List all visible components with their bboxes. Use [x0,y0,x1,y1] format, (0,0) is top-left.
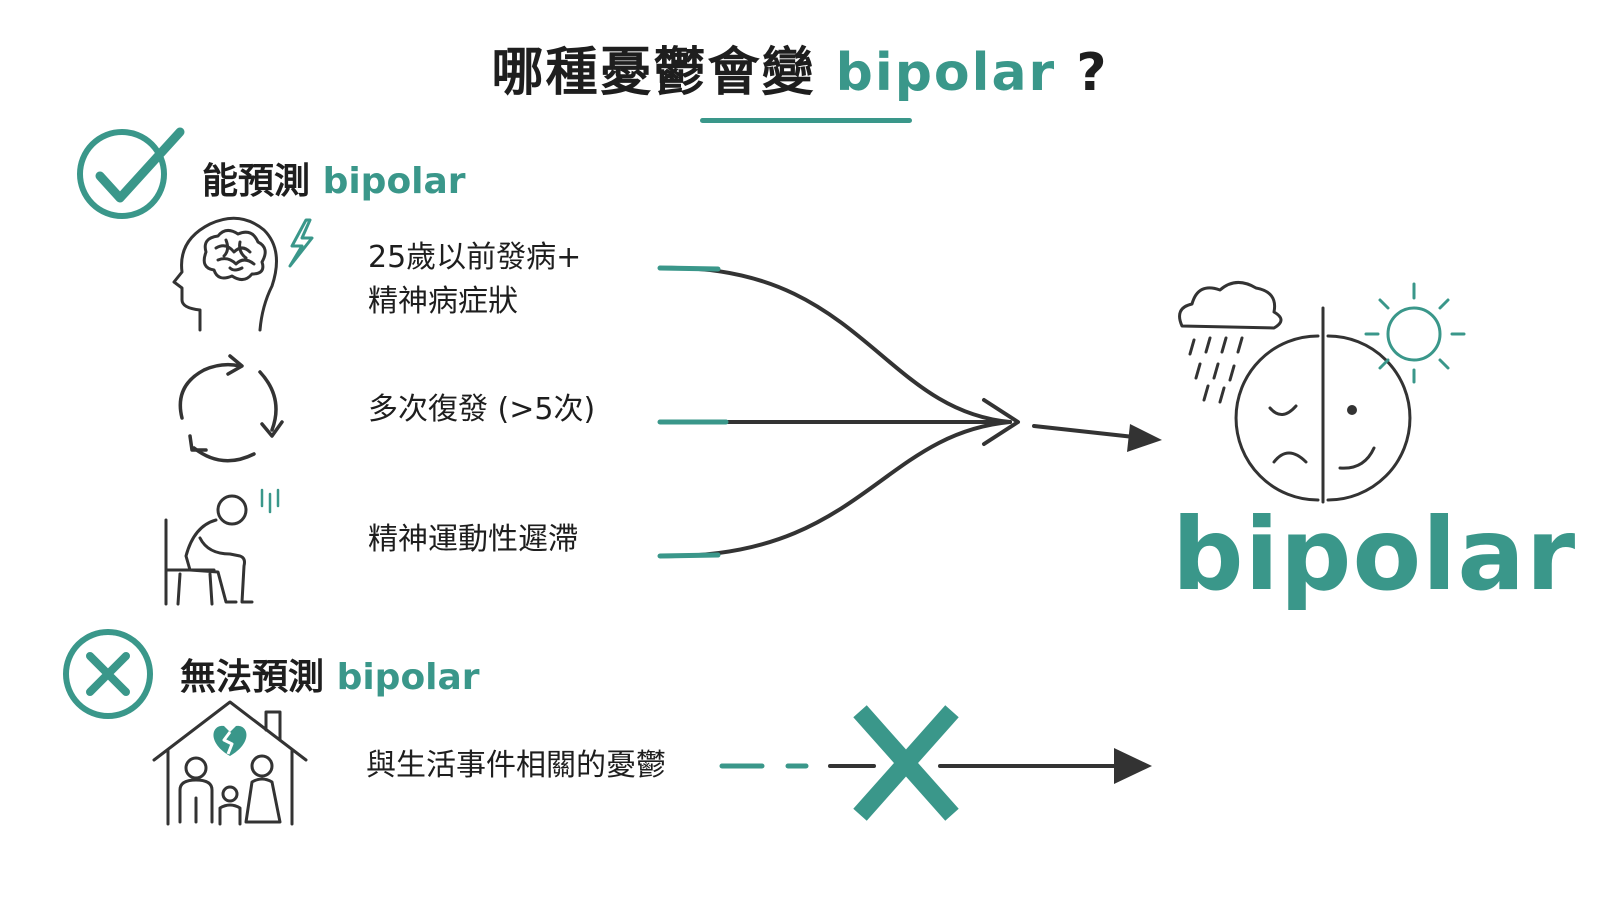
cycle-arrows-icon [178,354,284,463]
slumped-person-icon [164,488,280,606]
house-family-icon [152,700,308,826]
title-main: 哪種憂鬱會變 [491,43,816,103]
arrow-head-converge [982,398,1020,446]
predictable-heading: 能預測 bipolar [202,152,466,204]
check-circle-icon [77,127,185,219]
unpredictable-heading: 無法預測 bipolar [180,648,480,700]
arrow-head-outcome [1127,424,1162,452]
x-circle-icon [63,629,153,719]
factor-early-onset-line1: 25歲以前發病+ [368,240,582,275]
title-mark: ? [1076,43,1109,103]
unpredictable-heading-main: 無法預測 [180,657,325,698]
predictable-heading-main: 能預測 [202,161,311,202]
factor-psychomotor-retardation-line1: 精神運動性遲滯 [368,522,578,557]
title-underline [700,118,912,123]
unpredictable-heading-accent: bipolar [336,657,480,698]
factor-recurrence: 多次復發 (>5次) [368,388,595,432]
title-accent: bipolar [835,43,1057,103]
factor-psychomotor-retardation: 精神運動性遲滯 [368,518,578,562]
outcome-label: bipolar [1172,496,1577,613]
half-sad-half-happy-face-icon [1178,281,1466,504]
factor-recurrence-line1: 多次復發 (>5次) [368,392,596,427]
page-title: 哪種憂鬱會變 bipolar ? [0,30,1600,105]
predictable-heading-accent: bipolar [322,161,466,202]
brain-icon [172,216,314,332]
factor-early-onset-line2: 精神病症狀 [368,284,518,319]
factor-early-onset: 25歲以前發病+ 精神病症狀 [368,236,581,324]
arrow-path-early-onset [658,265,1012,424]
arrow-head-blocked [1114,748,1152,784]
factor-life-event-depression: 與生活事件相關的憂鬱 [366,744,666,788]
blocked-cross-icon [853,705,959,821]
factor-life-event-depression-line1: 與生活事件相關的憂鬱 [366,748,666,783]
arrow-path-psychomotor [658,420,1012,559]
